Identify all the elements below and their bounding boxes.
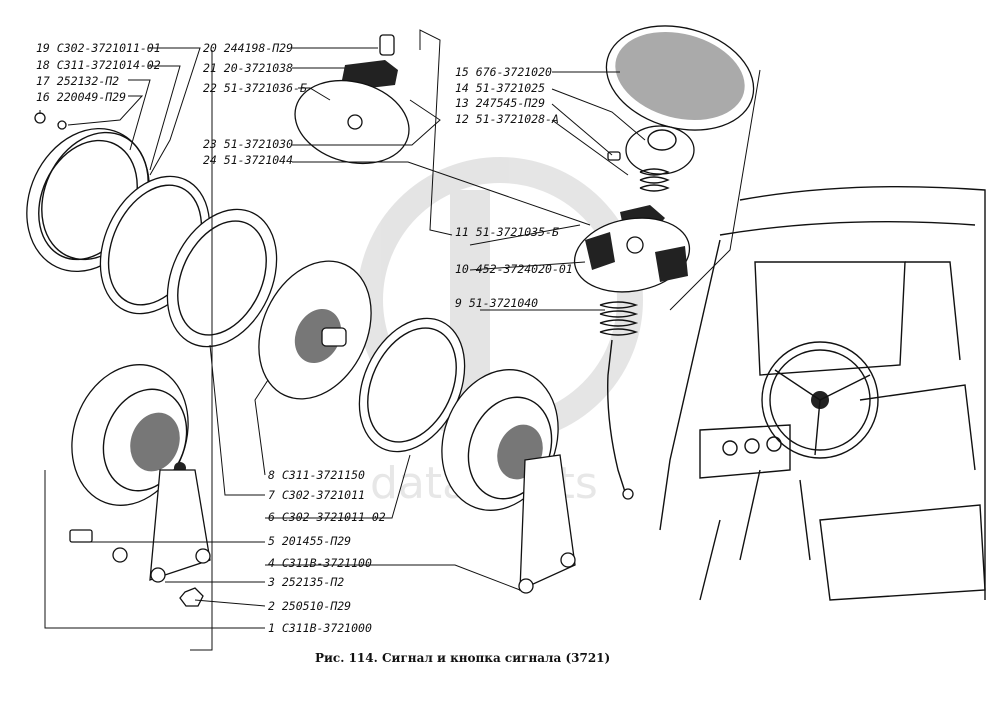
part-label-22: 22 51-3721036-Б [203, 81, 307, 95]
part-label-24: 24 51-3721044 [203, 153, 293, 167]
figure-caption: Рис. 114. Сигнал и кнопка сигнала (3721) [315, 651, 610, 665]
horn-body-right [441, 369, 576, 594]
leader-lines [39, 29, 761, 651]
part-label-2: 2 250510-П29 [268, 599, 351, 613]
part-label-12: 12 51-3721028-А [455, 112, 559, 126]
horn-button-cap [605, 25, 755, 131]
part-label-10: 10 452-3724020-01 [455, 262, 573, 276]
part-label-23: 23 51-3721030 [203, 137, 293, 151]
pin-icon [379, 34, 395, 56]
part-label-4: 4 С311В-3721100 [268, 556, 372, 570]
part-label-20: 20 244198-П29 [203, 41, 293, 55]
washer-icon [112, 547, 128, 563]
spring-icon [639, 168, 670, 192]
part-label-8: 8 С311-3721150 [268, 468, 365, 482]
part-label-3: 3 252135-П2 [267, 575, 344, 589]
part-label-11: 11 51-3721035-Б [455, 225, 559, 239]
part-label-16: 16 220049-П29 [36, 90, 126, 104]
part-label-9: 9 51-3721040 [455, 296, 538, 310]
part-label-15: 15 676-3721020 [455, 65, 552, 79]
part-label-21: 21 20-3721038 [203, 61, 293, 75]
gasket-ring [358, 317, 466, 453]
part-label-13: 13 247545-П29 [455, 96, 545, 110]
bolt-icon [69, 529, 93, 543]
part-label-5: 5 201455-П29 [268, 534, 351, 548]
spring-icon [599, 301, 639, 500]
part-label-7: 7 С302-3721011 [268, 488, 365, 502]
truck-cabin-sketch [659, 185, 986, 601]
button-housing [625, 125, 695, 175]
part-label-1: 1 С311В-3721000 [268, 621, 372, 635]
part-label-17: 17 252132-П2 [36, 74, 119, 88]
horn-assembly-left [71, 364, 211, 583]
button-base-plate [573, 217, 691, 293]
part-label-19: 19 С302-3721011-01 [36, 41, 161, 55]
screw-icon [34, 112, 67, 130]
resonator-disk [166, 208, 278, 348]
membrane-disk [258, 260, 372, 400]
part-label-18: 18 С311-3721014-02 [36, 58, 161, 72]
part-label-6: 6 С302-3721011-02 [268, 510, 386, 524]
contact-plate [294, 79, 410, 165]
part-label-14: 14 51-3721025 [455, 81, 545, 95]
nut-icon [179, 587, 204, 607]
